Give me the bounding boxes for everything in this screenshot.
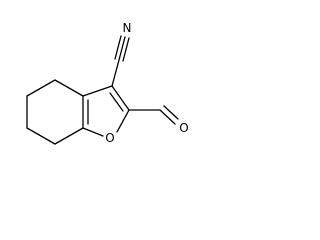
bond-c2-o1 <box>116 109 130 133</box>
nitrile-nitrogen-label: N <box>123 21 132 35</box>
triple-bond-1 <box>118 36 126 61</box>
atom-labels: N O O <box>105 21 188 145</box>
aldehyde-oxygen-label: O <box>179 121 188 135</box>
triple-bond-2 <box>114 35 122 60</box>
bond-c3a-c4 <box>54 79 84 97</box>
bond-c3a-c3 <box>82 85 113 97</box>
bond-c6-c7 <box>26 127 56 145</box>
bond-o1-c7a <box>82 127 104 137</box>
ring-oxygen-label: O <box>105 131 114 145</box>
chemical-structure-diagram: N O O <box>26 21 189 145</box>
bond-c7-c7a <box>54 127 84 145</box>
bond-c3-cn <box>111 59 120 87</box>
triple-bond-3 <box>122 37 130 62</box>
bond-cho-o <box>159 109 176 125</box>
bond-c3-c2-inner <box>109 92 124 112</box>
aldehyde-group <box>128 105 179 125</box>
bond-c4-c5 <box>26 79 56 97</box>
bond-c3-c2 <box>111 85 130 111</box>
bond-cho-o-double <box>163 105 179 120</box>
cyclohexane-ring <box>26 79 84 145</box>
nitrile-group <box>111 35 130 87</box>
furan-ring <box>82 85 130 137</box>
